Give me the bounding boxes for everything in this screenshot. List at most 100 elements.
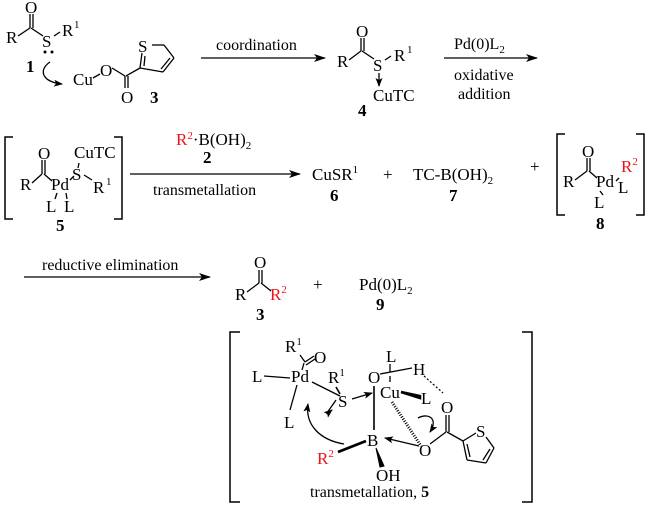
thioester-1: R O S R 1 1 — [6, 0, 80, 87]
atom-r: R — [6, 28, 18, 47]
pd-catalyst-formula: Pd(0)L2 — [359, 275, 413, 297]
catalyst-9: Pd(0)L2 9 — [359, 275, 413, 314]
atom-r: R — [337, 52, 349, 71]
atom-o: O — [314, 348, 326, 367]
atom-cutc: CuTC — [373, 86, 415, 105]
atom-cu: Cu — [73, 70, 93, 89]
compound-label-2: 2 — [203, 148, 212, 167]
arrow-coordination: coordination — [201, 37, 326, 62]
ligand-l: L — [594, 193, 604, 212]
atom-o: O — [254, 253, 266, 272]
wedge-bond — [400, 390, 422, 400]
complex-8: R O Pd R2 L L 8 — [556, 133, 645, 233]
atom-s: S — [72, 165, 81, 184]
compound-label-3: 3 — [256, 305, 265, 324]
atom-r1: R1 — [285, 336, 302, 356]
arrow-label-oxidative: oxidative — [454, 67, 514, 84]
arrow-reductive-elimination: reductive elimination — [24, 257, 211, 281]
compound-label-7: 7 — [449, 186, 458, 205]
atom-o: O — [100, 61, 112, 80]
atom-r: R — [20, 175, 32, 194]
lone-pair-dot — [43, 50, 47, 54]
cutc-reagent-3: Cu O O S 3 — [73, 37, 175, 107]
arrow-label-reductive-elimination: reductive elimination — [42, 257, 178, 274]
atom-r1: R — [394, 46, 406, 65]
atom-o-carbonyl: O — [121, 88, 133, 107]
bracket-left — [229, 331, 240, 503]
atom-o-carbonyl: O — [441, 398, 453, 417]
atom-s: S — [338, 392, 347, 411]
atom-r1: R1 — [328, 367, 345, 387]
ligand-l: L — [386, 347, 396, 366]
compound-label-6: 6 — [330, 186, 339, 205]
atom-cu: Cu — [380, 383, 400, 402]
atom-o: O — [582, 142, 594, 161]
complex-4: R O S R 1 CuTC 4 — [337, 22, 415, 120]
transition-state-caption: transmetallation, 5 — [310, 484, 429, 501]
curved-arrow-icon — [303, 403, 345, 445]
ligand-l: L — [421, 389, 431, 408]
transition-state-5: R1 O L Pd L R1 S O L H Cu L — [229, 331, 533, 503]
compound-label-1: 1 — [26, 57, 35, 76]
atom-r: R — [235, 285, 247, 304]
bracket-right — [522, 331, 533, 503]
atom-r2: R2 — [621, 156, 638, 176]
atom-pd: Pd — [51, 175, 69, 194]
compound-label-3: 3 — [150, 88, 159, 107]
bracket-right — [114, 136, 123, 220]
product-7: TC-B(OH)2 7 — [413, 165, 493, 205]
plus-sign: + — [313, 275, 323, 294]
ligand-l: L — [618, 178, 628, 197]
atom-o: O — [368, 368, 380, 387]
plus-sign: + — [383, 165, 393, 184]
ligand-l: L — [46, 197, 56, 216]
ligand-l: L — [64, 197, 74, 216]
atom-o: O — [356, 22, 368, 41]
atom-oh: OH — [376, 466, 401, 485]
atom-s-thiophene: S — [476, 422, 485, 441]
atom-h: H — [413, 360, 425, 379]
compound-label-4: 4 — [358, 101, 367, 120]
svg-text:1: 1 — [74, 19, 80, 31]
compound-label-9: 9 — [376, 295, 385, 314]
arrow-label-pd: Pd(0)L2 — [454, 36, 505, 56]
atom-s-thiophene: S — [138, 37, 147, 56]
ligand-l: L — [284, 413, 294, 432]
atom-r2: R2 — [270, 284, 287, 304]
atom-pd: Pd — [291, 367, 309, 386]
compound-label-5: 5 — [56, 216, 65, 235]
atom-o-ester: O — [419, 441, 431, 460]
atom-r: R — [563, 172, 575, 191]
curved-arrow-icon — [417, 415, 438, 433]
atom-r1: R — [93, 178, 105, 197]
bracket-left — [4, 136, 13, 220]
atom-b: B — [367, 431, 378, 450]
arrow-label-coordination: coordination — [216, 37, 297, 54]
atom-pd: Pd — [596, 172, 614, 191]
reagent-2: R2·B(OH)2 2 — [176, 130, 251, 167]
plus-sign: + — [530, 157, 540, 176]
product-6: CuSR1 6 — [312, 164, 358, 205]
arrow-label-addition: addition — [458, 86, 510, 103]
complex-5: R O Pd S CuTC R 1 L L 5 — [4, 136, 123, 235]
atom-s: S — [42, 32, 51, 51]
atom-o: O — [38, 144, 50, 163]
arrow-oxidative-addition: Pd(0)L2 oxidative addition — [444, 36, 538, 103]
compound-label-8: 8 — [596, 214, 605, 233]
atom-r2: R2 — [317, 448, 334, 468]
bracket-right — [636, 133, 645, 216]
cusr-formula: CuSR1 — [312, 164, 358, 184]
atom-o: O — [25, 0, 37, 17]
atom-r1: R — [62, 21, 74, 40]
bracket-left — [556, 133, 565, 216]
boronic-acid: R2·B(OH)2 — [176, 130, 251, 152]
lone-pair-dot — [50, 50, 54, 54]
arrow-label-transmetallation: transmetallation — [153, 182, 256, 199]
tc-boronic-formula: TC-B(OH)2 — [413, 165, 493, 187]
svg-text:1: 1 — [407, 44, 413, 56]
arrow-transmetallation: transmetallation — [130, 170, 301, 199]
atom-s: S — [373, 56, 382, 75]
atom-cutc: CuTC — [74, 143, 116, 162]
svg-text:1: 1 — [106, 176, 112, 188]
